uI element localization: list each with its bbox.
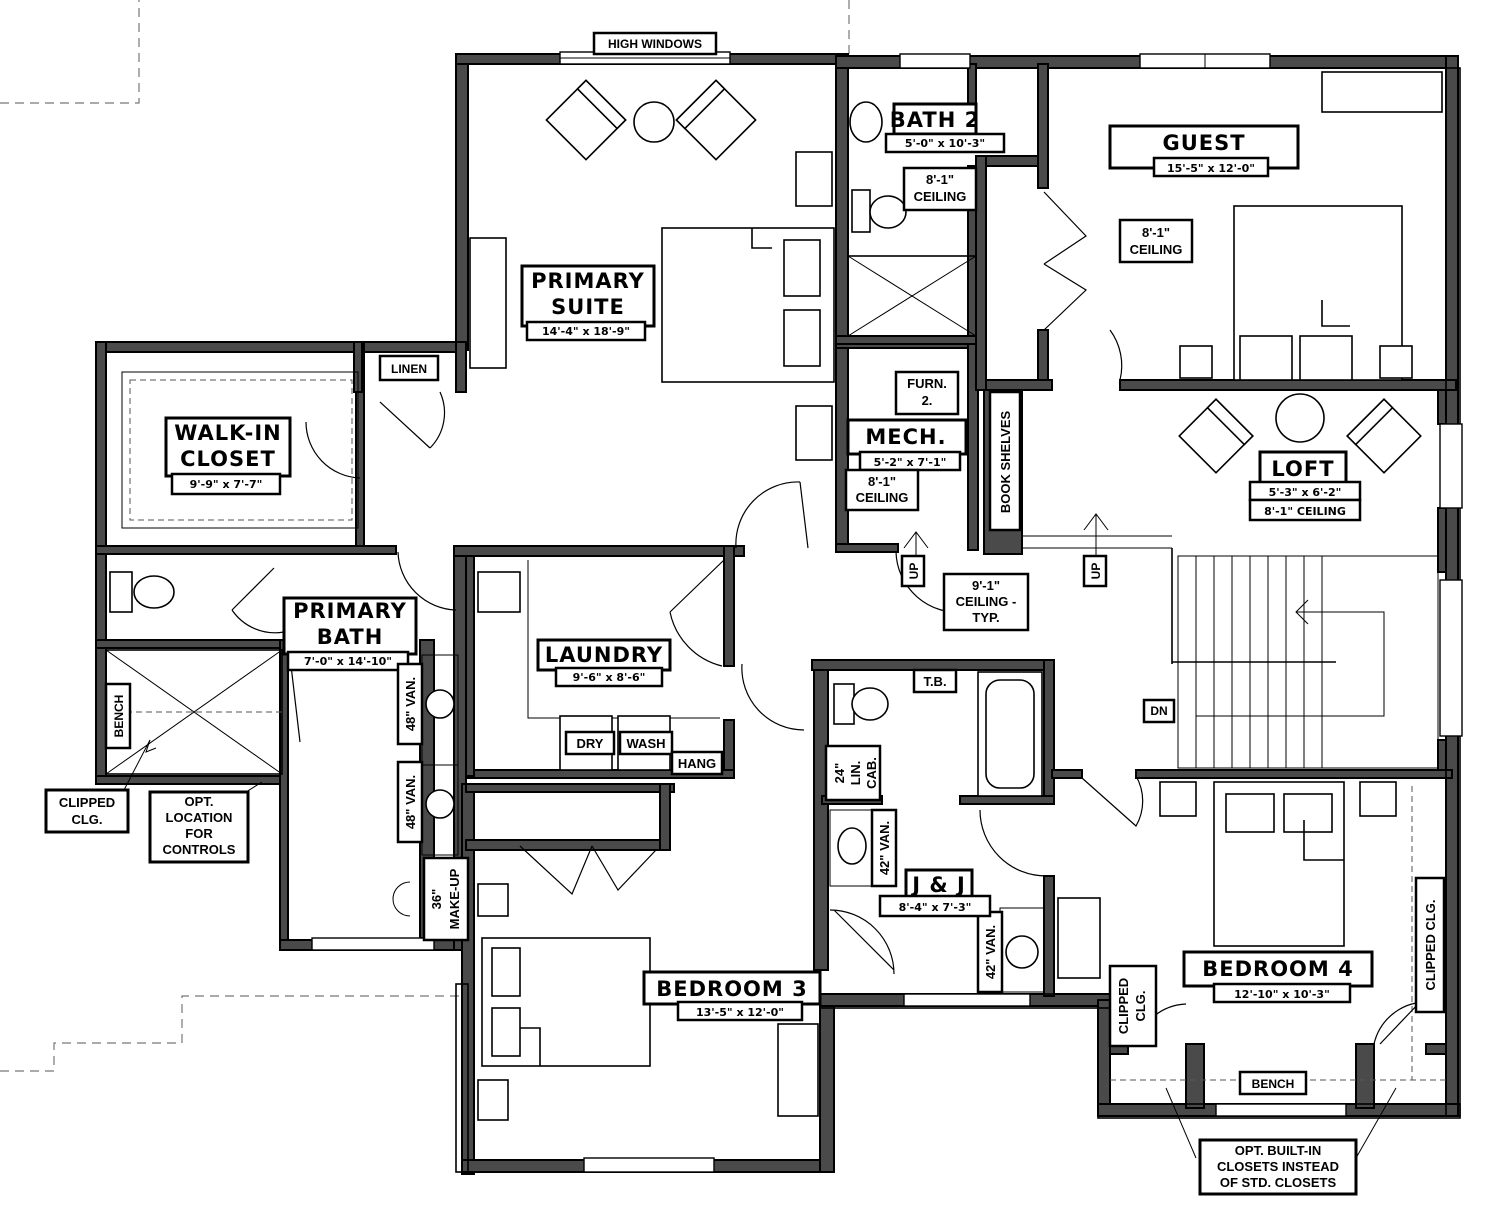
walk-in-dim: 9'-9" x 7'-7": [190, 478, 263, 491]
lin-cab-2: LIN.: [848, 761, 863, 786]
up-label-2: UP: [1089, 563, 1103, 580]
ceiling-bath2-2: CEILING: [914, 189, 967, 204]
typ-1: 9'-1": [972, 578, 1000, 593]
primary-suite-name-2: SUITE: [551, 295, 625, 319]
opt-loc-3: FOR: [185, 826, 213, 841]
ceiling-bath2-1: 8'-1": [926, 172, 954, 187]
lin-cab-3: CAB.: [864, 757, 879, 789]
walk-in-name: WALK-IN: [174, 421, 281, 445]
hang-label: HANG: [678, 756, 716, 771]
opt-closet-1: OPT. BUILT-IN: [1235, 1143, 1321, 1158]
clipped-label-1: CLIPPED: [59, 795, 115, 810]
bedroom3-name: BEDROOM 3: [656, 977, 807, 1001]
loft-dim: 5'-3" x 6'-2": [1269, 486, 1342, 499]
bench-label-bedroom4: BENCH: [1252, 1077, 1295, 1091]
bath2-name: BATH 2: [890, 108, 980, 132]
opt-closet-3: OF STD. CLOSETS: [1220, 1175, 1337, 1190]
opt-loc-2: LOCATION: [166, 810, 233, 825]
opt-closet-2: CLOSETS INSTEAD: [1217, 1159, 1339, 1174]
windows: [311, 51, 1463, 1173]
tb-label: T.B.: [923, 674, 946, 689]
bench-label-primary: BENCH: [112, 695, 126, 738]
van48-label-1: 48" VAN.: [403, 677, 418, 731]
primary-bath-name-2: BATH: [317, 625, 384, 649]
van48-label-2: 48" VAN.: [403, 775, 418, 829]
furn-2: 2.: [922, 393, 933, 408]
opt-loc-4: CONTROLS: [163, 842, 236, 857]
fixtures: [105, 71, 1446, 1121]
laundry-dim: 9'-6" x 8'-6": [573, 671, 646, 684]
bedroom3-dim: 13'-5" x 12'-0": [696, 1006, 784, 1019]
primary-bath-dim: 7'-0" x 14'-10": [304, 655, 392, 668]
makeup-label-2: MAKE-UP: [447, 868, 462, 929]
ceiling-mech-1: 8'-1": [868, 474, 896, 489]
dn-label: DN: [1150, 704, 1167, 718]
clipped-label-3: CLIPPED CLG.: [1423, 899, 1438, 990]
wash-label: WASH: [627, 736, 666, 751]
guest-name: GUEST: [1162, 131, 1245, 155]
loft-ceiling: 8'-1" CEILING: [1264, 505, 1346, 518]
clipped-label-2b: CLG.: [1133, 990, 1148, 1021]
ceiling-guest-2: CEILING: [1130, 242, 1183, 257]
mech-name: MECH.: [865, 425, 946, 449]
ceiling-mech-2: CEILING: [856, 490, 909, 505]
typ-3: TYP.: [972, 610, 999, 625]
lin-cab-1: 24": [832, 763, 847, 784]
clipped-label-1b: CLG.: [71, 812, 102, 827]
bedroom4-dim: 12'-10" x 10'-3": [1234, 988, 1330, 1001]
linen-label: LINEN: [391, 362, 427, 376]
van42-label-1: 42" VAN.: [877, 821, 892, 875]
lower-level-outline: [0, 0, 850, 1072]
jj-name: J & J: [910, 873, 966, 897]
mech-dim: 5'-2" x 7'-1": [874, 456, 947, 469]
walk-in-name-2: CLOSET: [180, 447, 276, 471]
van42-label-2: 42" VAN.: [983, 925, 998, 979]
primary-suite-dim: 14'-4" x 18'-9": [542, 325, 630, 338]
primary-suite-name: PRIMARY: [531, 269, 645, 293]
bath2-dim: 5'-0" x 10'-3": [905, 137, 985, 150]
furn-1: FURN.: [907, 376, 947, 391]
opt-loc-1: OPT.: [185, 794, 214, 809]
laundry-name: LAUNDRY: [545, 643, 663, 667]
makeup-label-1: 36": [429, 889, 444, 910]
dry-label: DRY: [577, 736, 604, 751]
book-shelves-label: BOOK SHELVES: [998, 411, 1013, 514]
up-label-1: UP: [907, 563, 921, 580]
stair-treads: [1171, 548, 1336, 768]
guest-dim: 15'-5" x 12'-0": [1167, 162, 1255, 175]
high-windows-label: HIGH WINDOWS: [608, 37, 702, 51]
bedroom4-name: BEDROOM 4: [1202, 957, 1353, 981]
loft-name: LOFT: [1271, 457, 1334, 481]
primary-bath-name: PRIMARY: [293, 599, 407, 623]
ceiling-guest-1: 8'-1": [1142, 225, 1170, 240]
clipped-label-2: CLIPPED: [1116, 978, 1131, 1034]
doors: [231, 191, 1427, 1045]
jj-dim: 8'-4" x 7'-3": [899, 901, 972, 914]
typ-2: CEILING -: [956, 594, 1017, 609]
